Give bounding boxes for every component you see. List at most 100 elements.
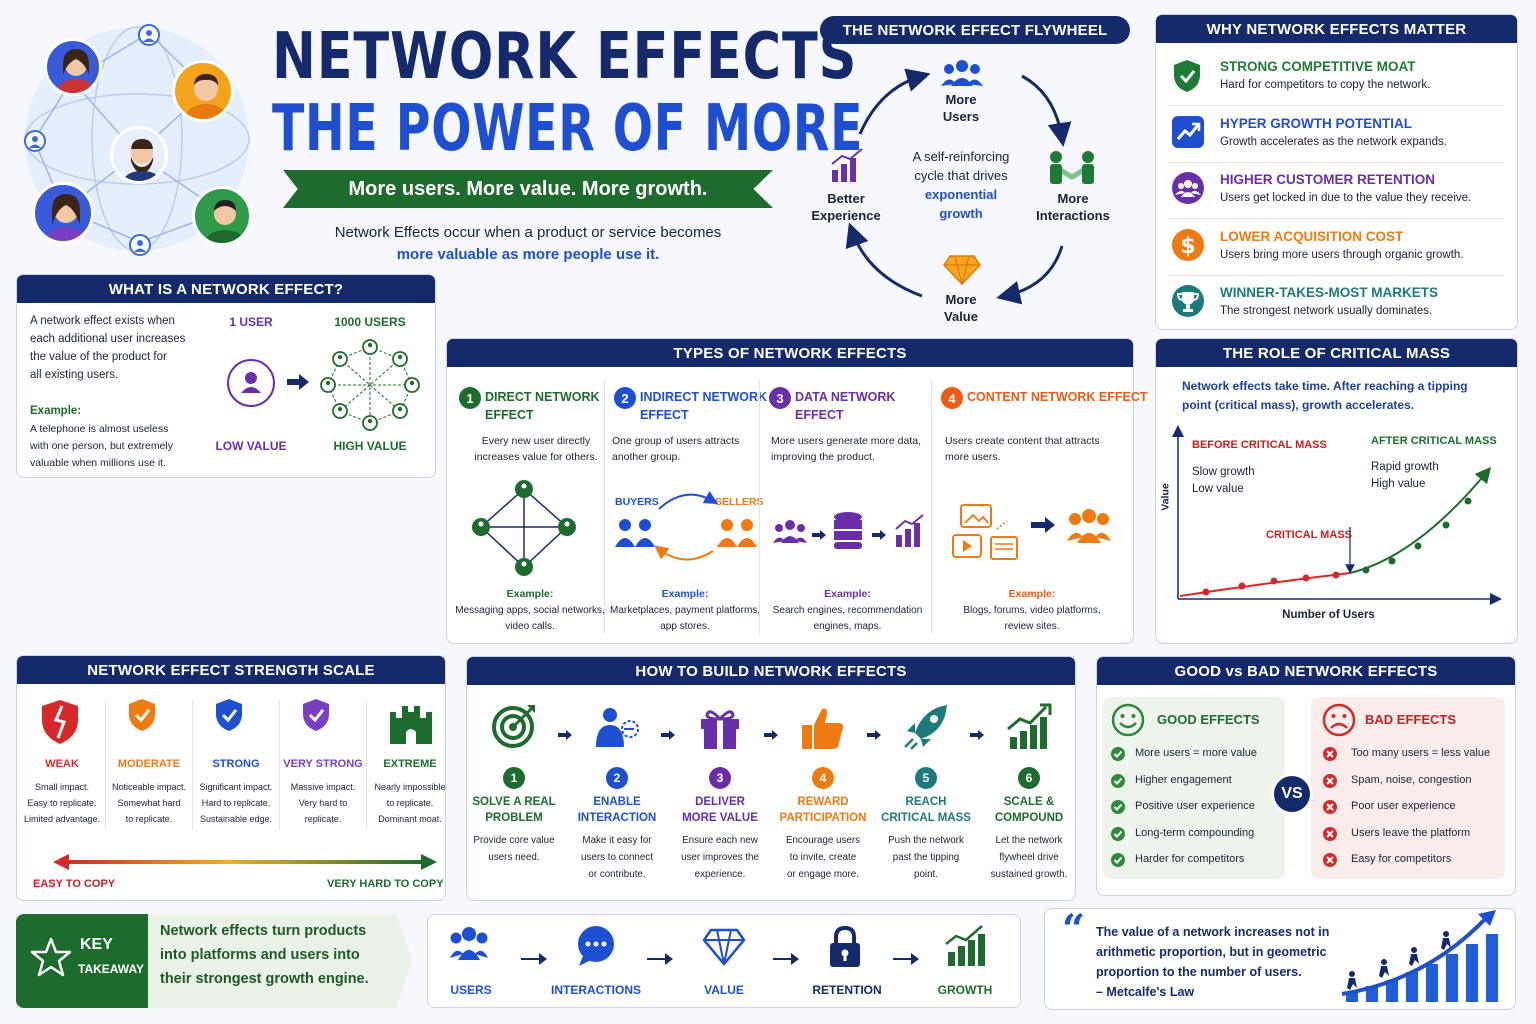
step-title: MORE VALUE [682, 812, 758, 824]
good-item: Higher engagement [1135, 773, 1232, 786]
arrow-icon [867, 727, 881, 745]
quote-line-3: proportion to the number of users. [1096, 965, 1302, 979]
chain-label: GROWTH [937, 983, 993, 997]
flywheel-center-2: cycle that drives [914, 168, 1008, 183]
arrow-icon [647, 952, 673, 970]
type-example: engines, maps. [813, 621, 882, 632]
what-desc-1: A network effect exists when [30, 315, 175, 327]
type-example: app stores. [660, 621, 710, 632]
arrow-icon [287, 374, 309, 395]
takeaway-label-1: KEY [80, 936, 113, 953]
step-title: PARTICIPATION [779, 812, 867, 824]
type-title: DIRECT NETWORK [485, 390, 600, 404]
goodbad-panel: GOOD vs BAD NETWORK EFFECTS GOOD EFFECTS… [1096, 656, 1516, 896]
type-desc: another group. [612, 451, 681, 463]
step-desc: Push the network [888, 835, 964, 846]
critical-desc-1: Network effects take time. After reachin… [1182, 379, 1468, 393]
good-item: Positive user experience [1135, 800, 1255, 812]
step-title: DELIVER [695, 796, 745, 808]
scale-level-label: STRONG [212, 758, 260, 770]
critical-title: THE ROLE OF CRITICAL MASS [1156, 339, 1517, 367]
type-example: review sites. [1004, 621, 1060, 632]
bad-item: Poor user experience [1351, 800, 1456, 812]
why-item-desc: Users get locked in due to the value the… [1220, 192, 1472, 204]
divider [105, 700, 106, 830]
step-title: COMPOUND [994, 812, 1064, 824]
type-title: DATA NETWORK [795, 390, 896, 404]
tagline-banner: More users. More value. More growth. [283, 170, 773, 208]
users-icon [450, 926, 492, 973]
type-desc: One group of users attracts [612, 435, 740, 447]
type-number: 1 [466, 390, 474, 406]
type-number-badge: 1 [459, 387, 481, 409]
bad-title: BAD EFFECTS [1365, 712, 1456, 727]
difficulty-arrow [53, 854, 437, 870]
trend-up-icon [1172, 115, 1204, 155]
step-number-badge: 1 [503, 767, 525, 789]
type-title: EFFECT [795, 408, 844, 422]
scale-level-desc: Very hard to [298, 798, 348, 808]
flywheel-right-1: More [1057, 191, 1089, 206]
step-number: 1 [510, 771, 518, 785]
why-item-title: STRONG COMPETITIVE MOAT [1220, 59, 1416, 74]
scale-level-label: WEAK [45, 758, 79, 770]
single-user-icon [227, 359, 275, 407]
what-example-1: A telephone is almost useless [30, 423, 169, 435]
flywheel-top-2: Users [942, 109, 980, 124]
hard-to-copy-label: VERY HARD TO COPY [327, 878, 444, 890]
scale-level-label: VERY STRONG [283, 758, 363, 770]
smile-icon [1111, 703, 1145, 742]
gift-icon [697, 703, 743, 756]
why-item-desc: Hard for competitors to copy the network… [1220, 79, 1431, 91]
good-title: GOOD EFFECTS [1157, 712, 1260, 727]
quote-line-1: The value of a network increases not in [1096, 925, 1330, 939]
step-title: PROBLEM [485, 812, 543, 824]
arrow-icon [764, 727, 778, 745]
what-desc-2: each additional user increases [30, 333, 186, 345]
sellers-icon [717, 517, 757, 552]
x-icon [1323, 826, 1337, 846]
divider [604, 379, 605, 635]
direct-network-icon [469, 475, 579, 584]
critical-desc-2: point (critical mass), growth accelerate… [1182, 398, 1415, 412]
scale-level-desc: Hard to replicate. [201, 798, 271, 808]
thumbs-up-icon [800, 703, 846, 756]
bar-growth-icon [895, 514, 925, 552]
easy-to-copy-label: EASY TO COPY [33, 878, 116, 890]
chain-label: RETENTION [812, 983, 882, 997]
target-icon [491, 703, 537, 756]
diamond-icon [702, 926, 746, 973]
step-title: ENABLE [593, 796, 641, 808]
tagline-text: More users. More value. More growth. [348, 177, 708, 200]
step-title: SOLVE A REAL [472, 796, 556, 808]
why-panel: WHY NETWORK EFFECTS MATTER STRONG COMPET… [1155, 14, 1518, 330]
bad-item: Users leave the platform [1351, 826, 1471, 839]
flywheel-left-2: Experience [811, 208, 881, 223]
critical-panel: THE ROLE OF CRITICAL MASS Network effect… [1155, 338, 1518, 644]
vs-label: VS [1281, 785, 1303, 802]
users-icon [1172, 172, 1204, 211]
broken-shield-icon [40, 698, 86, 751]
step-desc: Let the network [995, 835, 1063, 846]
type-number-badge: 2 [614, 387, 636, 409]
handshake-icon [1048, 150, 1096, 189]
user-node-icon [129, 234, 151, 256]
users-icon [1067, 507, 1111, 548]
type-number: 4 [948, 390, 956, 406]
user-node-icon [24, 130, 46, 152]
takeaway-label-2: TAKEAWAY [78, 962, 145, 976]
scale-level-desc: replicate. [304, 814, 342, 824]
user-connect-icon [594, 703, 640, 756]
flywheel-bottom-1: More [945, 292, 977, 307]
chain-label: INTERACTIONS [551, 983, 641, 997]
low-value-label: LOW VALUE [215, 439, 287, 453]
step-number: 2 [613, 771, 621, 785]
scale-level-label: MODERATE [117, 758, 181, 770]
bad-item: Too many users = less value [1351, 747, 1491, 759]
thousand-users-label: 1000 USERS [334, 315, 406, 329]
step-number-badge: 2 [606, 767, 628, 789]
divider [931, 379, 932, 635]
arrow-icon [970, 727, 984, 745]
type-number: 3 [776, 390, 784, 406]
why-item-desc: Growth accelerates as the network expand… [1220, 135, 1447, 148]
